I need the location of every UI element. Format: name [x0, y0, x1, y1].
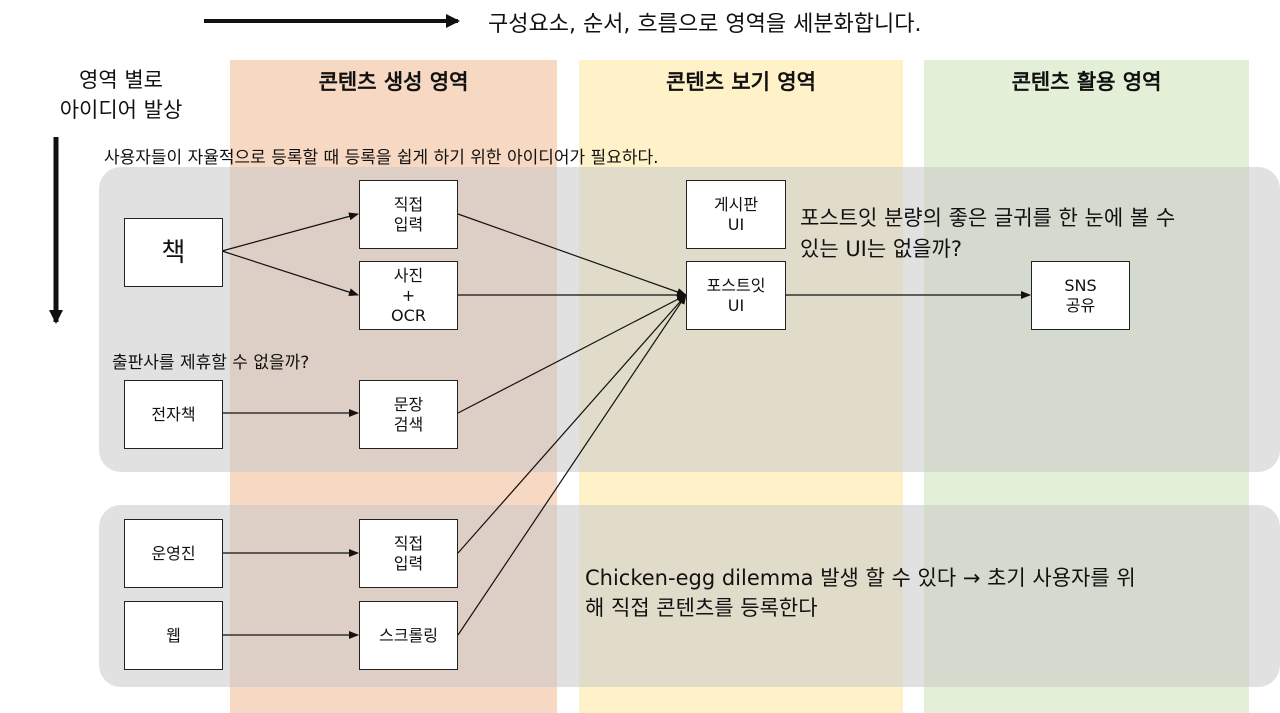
board-ui-box: 게시판 UI [686, 180, 786, 249]
bottom-idea-band [99, 505, 1280, 687]
sentence-search-line1: 문장 [393, 394, 424, 414]
side-label-line1: 영역 별로 [79, 68, 163, 92]
direct-input-box: 직접 입력 [359, 180, 458, 249]
direct-input-box-2: 직접 입력 [359, 519, 458, 588]
register-idea-note: 사용자들이 자율적으로 등록할 때 등록을 쉽게 하기 위한 아이디어가 필요하… [104, 148, 659, 168]
board-ui-line1: 게시판 [713, 194, 759, 214]
arrow-input2-to-postit [457, 294, 687, 554]
photo-ocr-line1: 사진 [393, 265, 424, 285]
ebook-label: 전자책 [151, 404, 196, 424]
direct-input-line1: 직접 [393, 194, 424, 214]
web-label: 웹 [166, 625, 181, 645]
photo-ocr-box: 사진 + OCR [359, 261, 458, 330]
scrolling-label: 스크롤링 [379, 625, 438, 645]
board-ui-line2: UI [727, 214, 745, 234]
operator-label: 운영진 [151, 543, 196, 563]
postit-idea-line1: 포스트잇 분량의 좋은 글귀를 한 눈에 볼 수 [800, 206, 1176, 230]
column-title-view: 콘텐츠 보기 영역 [666, 70, 816, 94]
operator-box: 운영진 [124, 519, 223, 588]
direct-input-2-line1: 직접 [393, 533, 424, 553]
direct-input-line2: 입력 [393, 214, 424, 234]
publisher-question-note: 출판사를 제휴할 수 없을까? [112, 353, 310, 373]
scrolling-box: 스크롤링 [359, 601, 458, 670]
arrow-scrolling-to-postit [457, 294, 687, 636]
postit-ui-box: 포스트잇 UI [686, 261, 786, 330]
postit-ui-line1: 포스트잇 [706, 275, 766, 295]
arrow-input-to-postit [457, 213, 687, 296]
book-box: 책 [124, 218, 223, 287]
web-box: 웹 [124, 601, 223, 670]
photo-ocr-line3: OCR [391, 305, 426, 325]
sentence-search-line2: 검색 [393, 414, 424, 434]
postit-ui-line2: UI [727, 295, 745, 315]
sns-share-box: SNS 공유 [1031, 261, 1130, 330]
side-label-line2: 아이디어 발상 [59, 98, 183, 122]
book-label: 책 [161, 237, 186, 268]
arrow-search-to-postit [457, 294, 687, 414]
column-title-creation: 콘텐츠 생성 영역 [318, 70, 469, 94]
dilemma-line1: Chicken-egg dilemma 발생 할 수 있다 → 초기 사용자를 … [585, 566, 1136, 590]
postit-idea-line2: 있는 UI는 없을까? [800, 237, 962, 261]
header-subtitle: 구성요소, 순서, 흐름으로 영역을 세분화합니다. [488, 12, 922, 37]
sns-share-line2: 공유 [1065, 295, 1096, 315]
sns-share-line1: SNS [1064, 275, 1097, 295]
direct-input-2-line2: 입력 [393, 553, 424, 573]
photo-ocr-line2: + [401, 285, 416, 305]
ebook-box: 전자책 [124, 380, 223, 449]
sentence-search-box: 문장 검색 [359, 380, 458, 449]
column-title-use: 콘텐츠 활용 영역 [1011, 70, 1162, 94]
dilemma-line2: 해 직접 콘텐츠를 등록한다 [585, 596, 818, 620]
arrow-book-to-photo-ocr [221, 250, 359, 297]
arrow-book-to-direct-input [221, 212, 359, 252]
